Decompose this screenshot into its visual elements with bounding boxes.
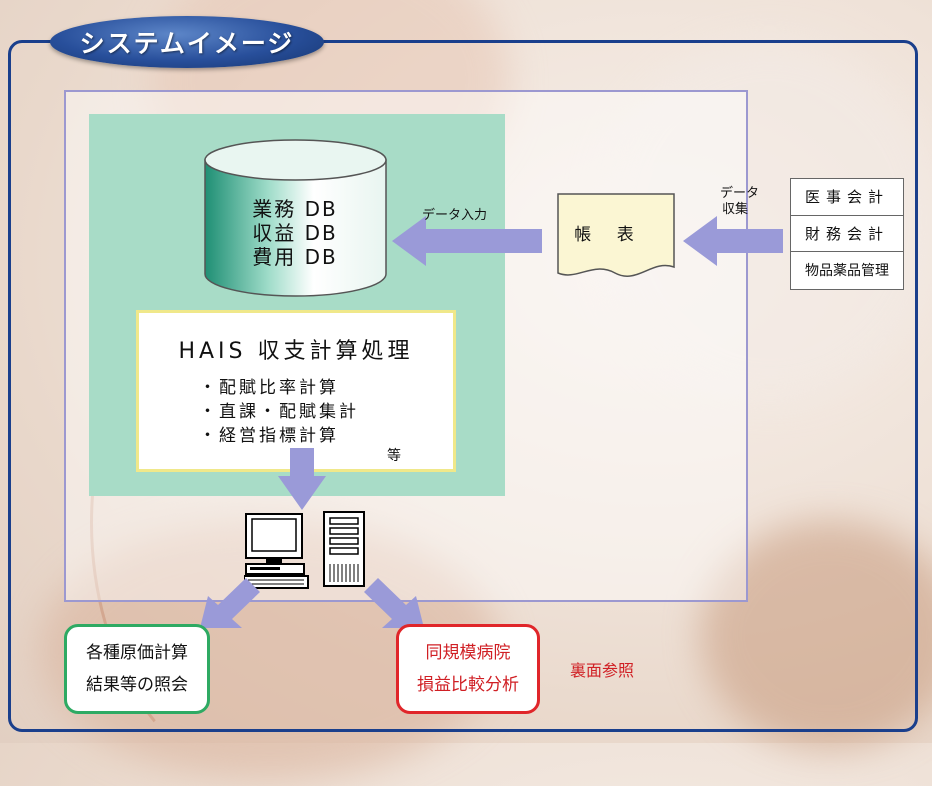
- arrow-left-icon: [683, 216, 783, 266]
- hais-item-management-index: ・経営指標計算: [199, 426, 339, 446]
- data-collect-label-line2: 収集: [722, 202, 749, 217]
- reference-note: 裏面参照: [570, 661, 635, 680]
- arrow-down-icon: [278, 448, 326, 510]
- hais-item-direct-allocation: ・直課・配賦集計: [199, 402, 359, 422]
- hais-title: HAIS 収支計算処理: [178, 339, 414, 364]
- arrow-down-right-icon: [364, 578, 424, 628]
- background-stethoscope-line: [90, 260, 456, 786]
- db-label-business: 業務 DB: [252, 197, 338, 221]
- arrow-down-left-icon: [200, 578, 260, 628]
- hais-etc: 等: [387, 448, 401, 464]
- diagram-title: システムイメージ: [50, 16, 324, 68]
- source-financial-accounting: 財務会計: [791, 216, 903, 253]
- diagram-frame: [8, 40, 918, 732]
- source-medical-accounting: 医事会計: [791, 179, 903, 216]
- cost-results-line2: 結果等の照会: [86, 675, 188, 695]
- report-document-icon: [557, 193, 675, 277]
- computer-server-icon: [244, 511, 365, 589]
- comparison-line1: 同規模病院: [425, 643, 511, 663]
- source-supplies-management: 物品薬品管理: [805, 263, 889, 280]
- source-systems-table: 医事会計 財務会計 物品薬品管理: [790, 178, 904, 290]
- data-input-label: データ入力: [422, 208, 488, 223]
- data-collect-label: データ 収集: [720, 186, 759, 218]
- background-photo-area: [700, 520, 932, 750]
- report-label: 帳 表: [574, 225, 644, 245]
- cost-results-box: 各種原価計算 結果等の照会: [64, 624, 210, 714]
- database-labels: 業務 DB 収益 DB 費用 DB: [210, 197, 380, 269]
- db-label-revenue: 収益 DB: [252, 221, 338, 245]
- db-label-expense: 費用 DB: [252, 245, 338, 269]
- database-cylinder-icon: [204, 139, 387, 297]
- hais-item-allocation-ratio: ・配賦比率計算: [199, 378, 339, 398]
- cost-results-line1: 各種原価計算: [86, 643, 188, 663]
- comparison-line2: 損益比較分析: [417, 675, 519, 695]
- arrow-left-icon: [392, 216, 542, 266]
- comparison-analysis-box: 同規模病院 損益比較分析: [396, 624, 540, 714]
- data-collect-label-line1: データ: [720, 186, 760, 201]
